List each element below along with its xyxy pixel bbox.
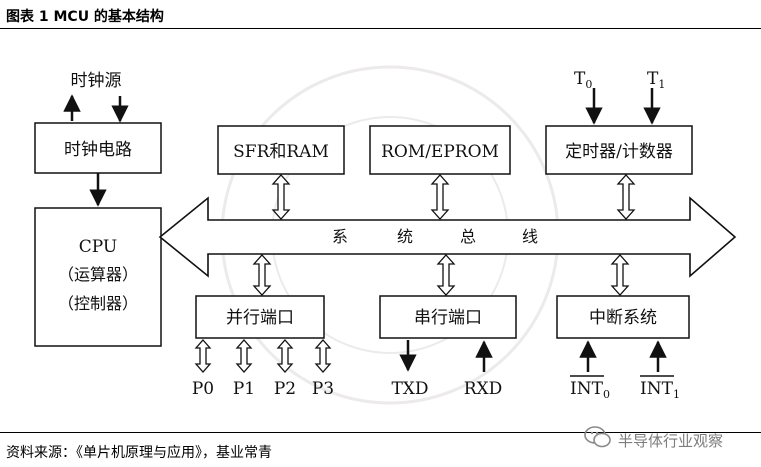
int1-label: INT1 bbox=[640, 379, 680, 401]
rom-bus-connector bbox=[430, 174, 450, 220]
sfr-ram-bus-connector bbox=[271, 174, 291, 220]
clock-source-label: 时钟源 bbox=[71, 71, 122, 91]
t0-label: T0 bbox=[574, 69, 592, 91]
top-rule bbox=[0, 28, 761, 29]
wechat-icon bbox=[584, 426, 611, 448]
port-label-p3: P3 bbox=[312, 379, 334, 399]
port-label-p0: P0 bbox=[192, 379, 214, 399]
bus-char-3: 总 bbox=[460, 227, 476, 246]
timer-label: 定时器/计数器 bbox=[565, 142, 673, 162]
watermark-text: 半导体行业观察 bbox=[618, 432, 724, 450]
bus-char-2: 统 bbox=[397, 227, 413, 246]
port-label-p2: P2 bbox=[274, 379, 296, 399]
timer-bus-connector bbox=[616, 174, 636, 220]
cpu-box bbox=[34, 207, 162, 347]
parallel-port-box bbox=[195, 295, 325, 339]
bottom-rule bbox=[0, 432, 761, 433]
figure-title: 图表 1 MCU 的基本结构 bbox=[6, 9, 164, 25]
source-note: 资料来源：《单片机原理与应用》，基业常青 bbox=[6, 445, 272, 461]
parallel-bus-connector bbox=[252, 254, 272, 296]
serial-port-box bbox=[379, 295, 517, 339]
cpu-control-label: （控制器） bbox=[58, 294, 138, 313]
port-label-p1: P1 bbox=[233, 379, 255, 399]
parallel-port-label: 并行端口 bbox=[226, 308, 294, 328]
system-bus bbox=[158, 196, 737, 278]
interrupt-system-label: 中断系统 bbox=[589, 308, 657, 328]
bus-connectors bbox=[194, 174, 636, 373]
sfr-ram-label: SFR和RAM bbox=[233, 142, 329, 162]
cpu-label: CPU bbox=[79, 237, 117, 257]
interrupt-bus-connector bbox=[610, 254, 630, 296]
interrupt-system-box bbox=[556, 295, 690, 339]
bus-char-4: 线 bbox=[522, 227, 538, 246]
bus-char-1: 系 bbox=[332, 227, 348, 246]
rom-box bbox=[369, 125, 511, 175]
serial-bus-connector bbox=[436, 254, 456, 296]
t1-label: T1 bbox=[647, 69, 665, 91]
port-p3-connector bbox=[314, 339, 332, 373]
clock-circuit-label: 时钟电路 bbox=[64, 140, 132, 160]
serial-port-label: 串行端口 bbox=[414, 308, 482, 328]
txd-label: TXD bbox=[391, 379, 428, 399]
timer-box bbox=[545, 125, 693, 175]
port-p0-connector bbox=[194, 339, 212, 373]
int0-label: INT0 bbox=[570, 379, 610, 401]
port-p2-connector bbox=[276, 339, 294, 373]
sfr-ram-box bbox=[217, 125, 345, 175]
rxd-label: RXD bbox=[464, 379, 503, 399]
port-p1-connector bbox=[235, 339, 253, 373]
cpu-alu-label: （运算器） bbox=[58, 265, 138, 284]
rom-label: ROM/EPROM bbox=[381, 142, 499, 162]
